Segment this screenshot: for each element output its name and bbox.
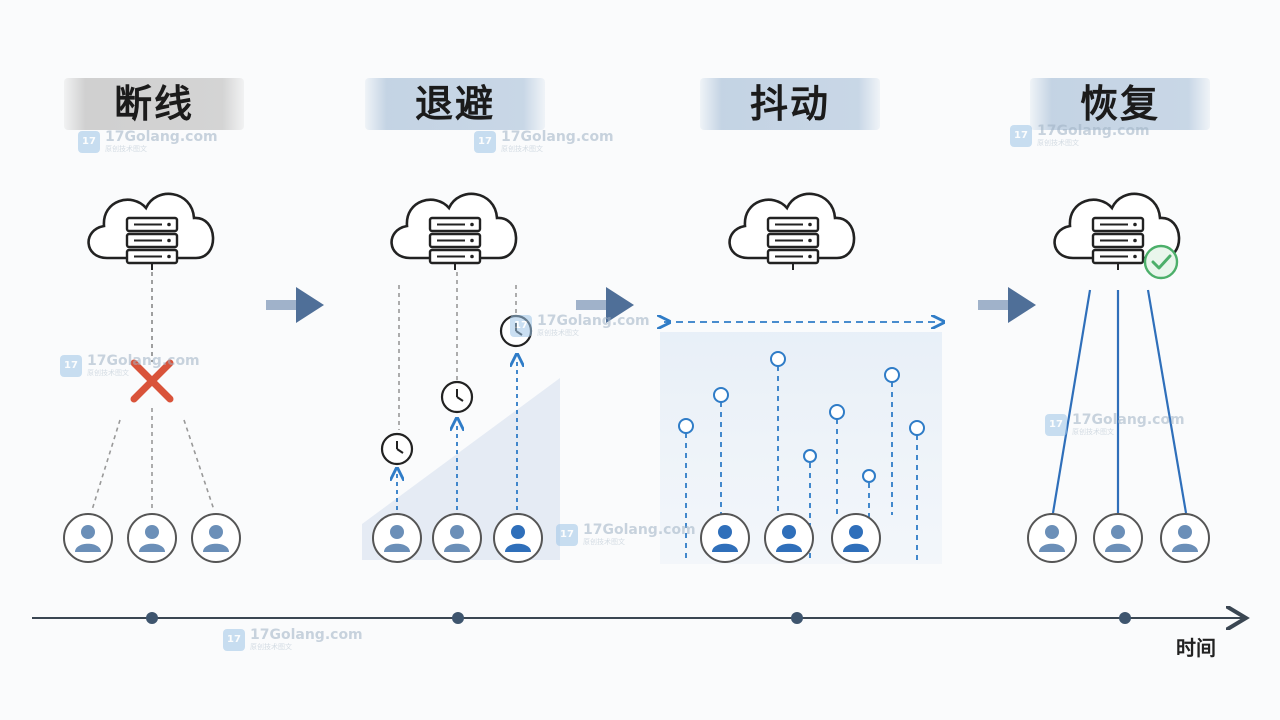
watermark-logo-icon: 17 (1010, 124, 1032, 147)
user-icon (493, 513, 543, 563)
watermark-logo-icon: 17 (556, 523, 578, 546)
disconnect-x-icon (130, 359, 174, 403)
stage-title-backoff: 退避 (414, 82, 495, 126)
axis-label-time: 时间 (1176, 636, 1216, 660)
jitter-point (862, 469, 876, 483)
user-icon (700, 513, 750, 563)
jitter-point (678, 418, 694, 434)
watermark-logo-icon: 17 (474, 130, 496, 153)
timeline-marker (146, 612, 158, 624)
timeline-marker (452, 612, 464, 624)
user-icon (831, 513, 881, 563)
user-icon (191, 513, 241, 563)
cloud-server-icon (87, 192, 215, 272)
cloud-server-icon (390, 192, 518, 272)
title-brush-recover (1030, 78, 1210, 130)
user-icon (1093, 513, 1143, 563)
stage-recover (1027, 192, 1210, 563)
stage-title-disconnect: 断线 (113, 82, 194, 126)
jitter-point (713, 387, 729, 403)
user-icon (764, 513, 814, 563)
cloud-server-icon (728, 192, 856, 272)
jitter-point (884, 367, 900, 383)
watermark-logo-icon: 17 (223, 628, 245, 651)
user-icon (63, 513, 113, 563)
watermark-logo-icon: 17 (1045, 413, 1067, 436)
watermark-logo-icon: 17 (60, 354, 82, 377)
time-axis (32, 612, 1246, 624)
watermark-logo-icon: 17 (510, 314, 532, 337)
user-icon (372, 513, 422, 563)
timeline-marker (791, 612, 803, 624)
user-icon (1027, 513, 1077, 563)
title-brush-backoff (365, 78, 545, 130)
timeline-marker (1119, 612, 1131, 624)
user-icon (127, 513, 177, 563)
transition-arrow-icon (978, 287, 1036, 323)
transition-arrow-icon (266, 287, 324, 323)
stage-title-jitter: 抖动 (749, 82, 830, 126)
stage-backoff (362, 192, 560, 563)
clock-icon (440, 380, 474, 414)
stage-jitter (660, 192, 942, 564)
watermark-logo-icon: 17 (78, 130, 100, 153)
clock-icon (380, 432, 414, 466)
stage-disconnect (63, 192, 241, 563)
jitter-point (803, 449, 817, 463)
jitter-point (829, 404, 845, 420)
jitter-point (909, 420, 925, 436)
success-check-icon (1143, 244, 1179, 280)
user-icon (432, 513, 482, 563)
title-brush-jitter (700, 78, 880, 130)
jitter-point (770, 351, 786, 367)
title-brush-disconnect (64, 78, 244, 130)
stage-title-recover: 恢复 (1079, 82, 1160, 126)
user-icon (1160, 513, 1210, 563)
